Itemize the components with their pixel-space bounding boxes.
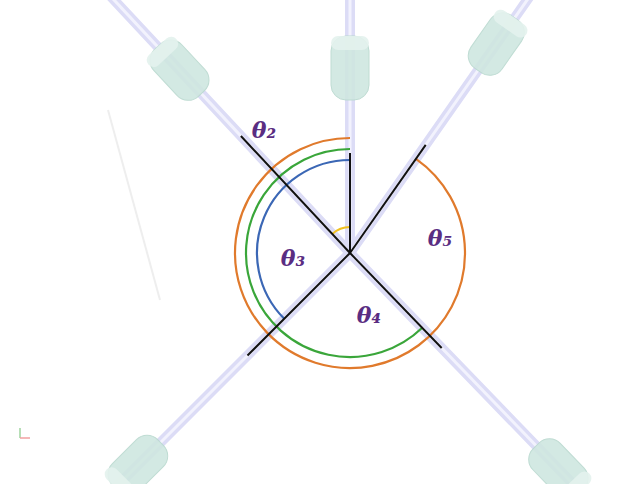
bond-highlight: [350, 253, 630, 484]
axis-mark: [20, 437, 30, 439]
angle-label: θ₄: [357, 304, 381, 326]
theta2-arc: [332, 227, 350, 234]
ghost-line: [108, 110, 160, 300]
cylinder-cap: [491, 7, 530, 40]
bond-highlight: [0, 0, 350, 253]
theta4-arc: [246, 149, 422, 357]
angle-label: θ₂: [252, 119, 276, 141]
theta5-arc: [235, 138, 465, 368]
bond-rod: [0, 253, 350, 484]
cylinder-atom: [462, 7, 530, 81]
cylinder-cap: [144, 34, 181, 70]
angle-label: θ₃: [281, 247, 305, 269]
cylinder-atom: [523, 433, 595, 484]
reference-line: [350, 253, 442, 348]
cylinder-cap: [557, 469, 594, 484]
reference-line: [241, 136, 350, 253]
bond-rod: [0, 0, 350, 253]
bond-rod: [350, 253, 630, 484]
reference-line: [349, 153, 351, 253]
reference-line: [350, 145, 426, 253]
bond-rod: [350, 0, 630, 253]
bond-highlight: [350, 0, 630, 253]
cylinder-cap: [331, 36, 369, 50]
angle-label: θ₅: [428, 227, 452, 249]
cylinder-cap: [102, 464, 139, 484]
axis-mark: [19, 428, 21, 438]
cylinder-atom: [102, 429, 174, 484]
cylinder-atom: [144, 34, 215, 107]
cylinder-atom: [331, 36, 369, 100]
bond-highlight: [0, 253, 350, 484]
